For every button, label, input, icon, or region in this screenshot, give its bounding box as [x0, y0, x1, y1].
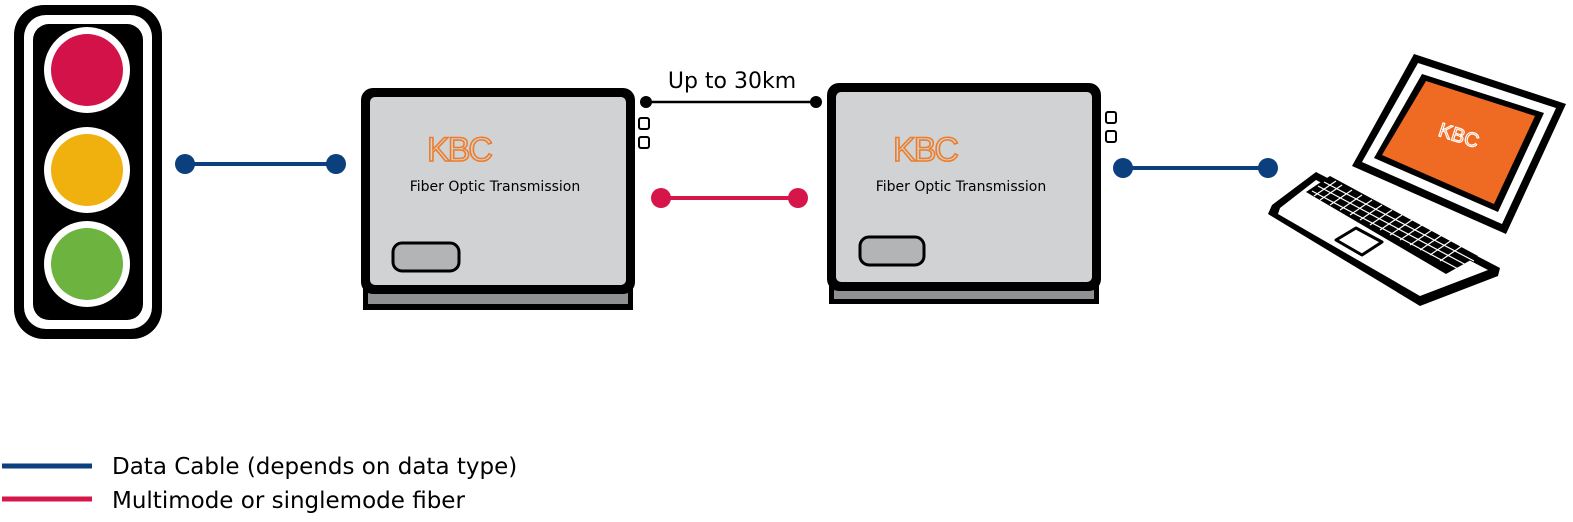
unit-label: Fiber Optic Transmission: [410, 179, 581, 195]
unit-logo: KBC: [427, 131, 492, 169]
legend: Data Cable (depends on data type) Multim…: [2, 454, 517, 514]
laptop-icon: KBC: [1268, 54, 1566, 306]
unit-display-slot: [391, 241, 461, 273]
unit-logo: KBC: [893, 131, 958, 169]
right-fiber-unit: KBC Fiber Optic Transmission: [827, 83, 1117, 304]
unit-label: Fiber Optic Transmission: [876, 179, 1047, 195]
traffic-light-icon: [14, 5, 162, 339]
laptop-screen: [1382, 81, 1535, 204]
unit-display-slot: [858, 235, 926, 267]
distance-indicator: Up to 30km: [640, 69, 822, 108]
left-fiber-unit: KBC Fiber Optic Transmission: [361, 88, 650, 310]
legend-fiber-label: Multimode or singlemode fiber: [112, 488, 465, 514]
data-cable-right: [1113, 158, 1278, 178]
distance-label: Up to 30km: [668, 69, 796, 94]
fiber-line: [651, 188, 808, 208]
legend-data-cable-label: Data Cable (depends on data type): [112, 454, 517, 480]
data-cable-left: [175, 154, 346, 174]
